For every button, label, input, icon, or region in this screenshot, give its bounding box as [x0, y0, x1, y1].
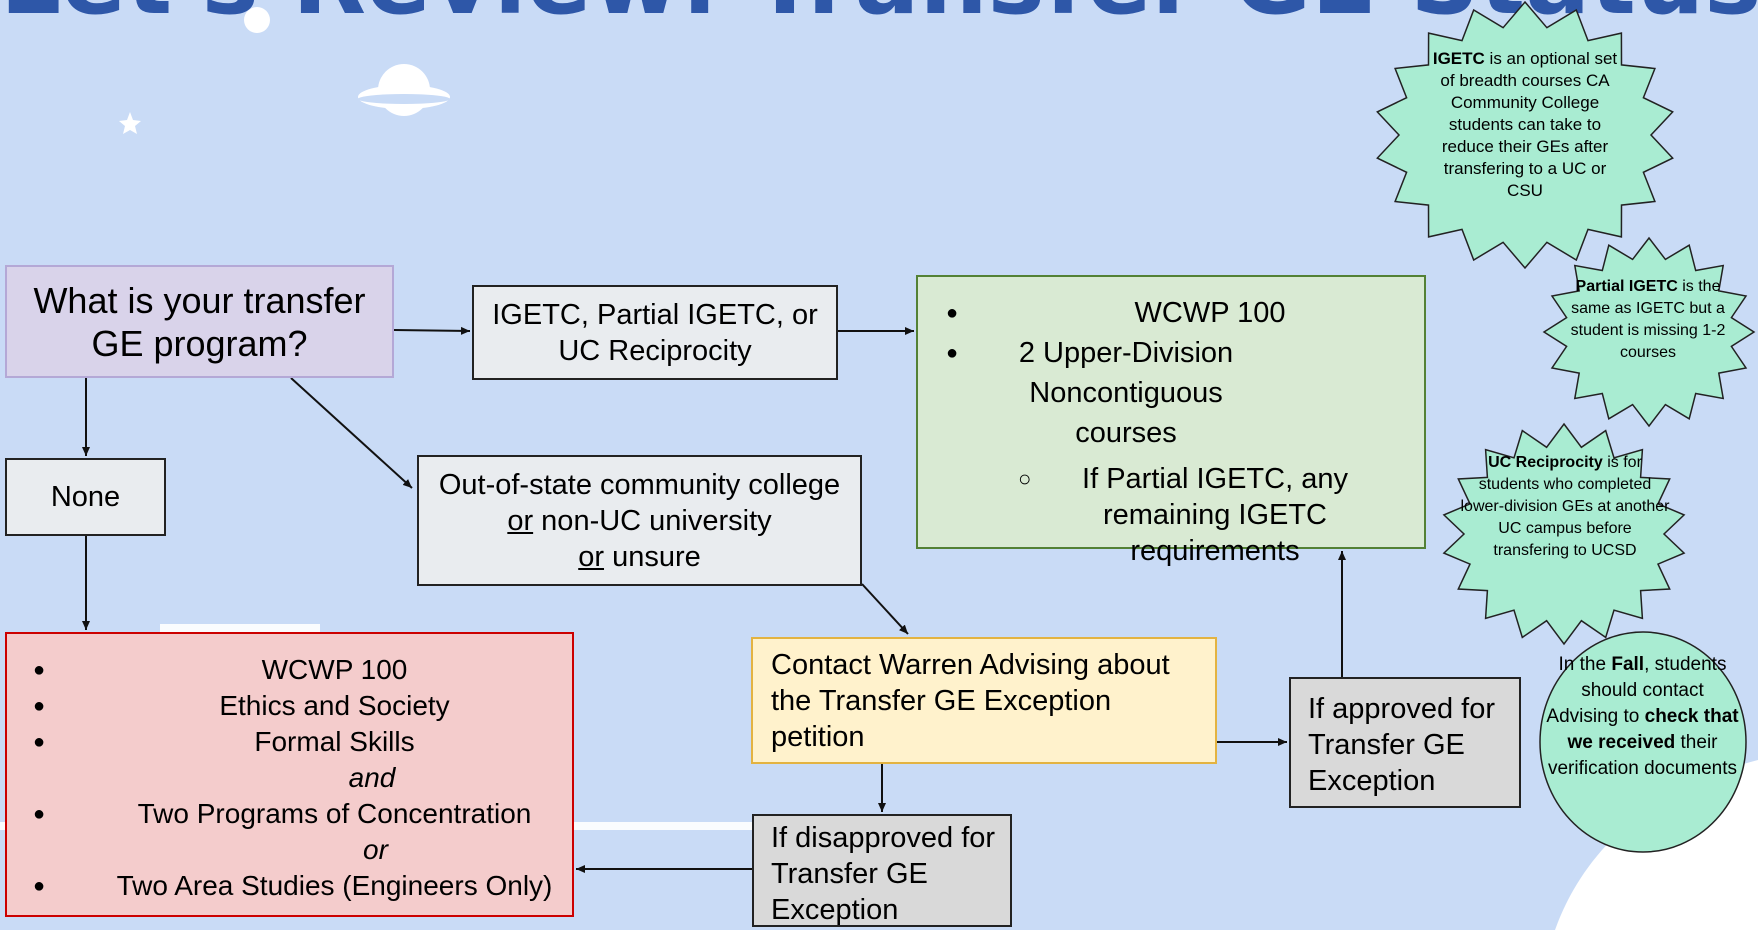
question-text: What is your transfer GE program?: [33, 279, 366, 364]
full-requirements-box: WCWP 100 Ethics and Society Formal Skill…: [5, 632, 574, 917]
fall-emphasis: check that we received: [1567, 706, 1739, 753]
partial-igetc-burst-shape: [1542, 236, 1756, 428]
out-of-state-line2: or non-UC university: [439, 503, 840, 539]
partial-igetc-term: Partial IGETC: [1575, 278, 1678, 295]
igetc-option-text: IGETC, Partial IGETC, or UC Reciprocity: [492, 298, 818, 367]
igetc-burst-shape: [1376, 0, 1674, 270]
uc-reciprocity-burst-shape: [1442, 422, 1686, 646]
light-streak-2: [160, 624, 320, 634]
none-option-box: None: [5, 458, 166, 536]
list-item: Ethics and Society: [7, 688, 572, 724]
igetc-definition: is an optional set of breadth courses CA…: [1440, 49, 1618, 200]
igetc-term: IGETC: [1432, 49, 1485, 68]
out-of-state-line1: Out-of-state community college: [438, 468, 841, 501]
list-item: WCWP 100: [918, 293, 1424, 333]
igetc-note: IGETC is an optional set of breadth cour…: [1425, 48, 1625, 202]
arrow-question-to-igetc: [393, 326, 471, 335]
or-word: or: [578, 540, 605, 573]
out-of-state-text: Out-of-state community college or non-UC…: [439, 467, 840, 575]
arrow-question-to-out-of-state: [290, 377, 413, 489]
igetc-option-box: IGETC, Partial IGETC, or UC Reciprocity: [472, 285, 838, 380]
list-item: Two Programs of Concentration: [7, 796, 572, 832]
fall-reminder-oval: [1539, 631, 1747, 853]
joiner-and: and: [348, 762, 396, 793]
arrow-out-of-state-to-yellow: [861, 583, 909, 635]
list-item: WCWP 100: [7, 652, 572, 688]
list-item: Two Area Studies (Engineers Only): [7, 868, 572, 904]
fall-part2: , students should contact Advising to: [1546, 654, 1727, 727]
planet-icon: [358, 64, 450, 116]
partial-igetc-note: Partial IGETC is the same as IGETC but a…: [1565, 276, 1731, 364]
fall-part1: In the: [1558, 654, 1612, 675]
joiner-or: or: [363, 834, 388, 865]
star-dot-icon: [244, 7, 270, 33]
contact-advising-box: Contact Warren Advising about the Transf…: [751, 637, 1217, 764]
fall-term: Fall: [1611, 654, 1645, 675]
disapproved-text: If disapproved for Transfer GE Exception: [771, 822, 996, 926]
igetc-requirements-box: WCWP 100 2 Upper-Division Noncontiguous …: [916, 275, 1426, 567]
igetc-requirements-list: WCWP 100 2 Upper-Division Noncontiguous …: [918, 293, 1424, 569]
approved-box: If approved for Transfer GE Exception: [1289, 677, 1521, 808]
out-of-state-box: Out-of-state community college or non-UC…: [417, 455, 862, 586]
uc-reciprocity-term: UC Reciprocity: [1488, 454, 1603, 471]
out-of-state-line2-rest: non-UC university: [533, 504, 772, 537]
disapproved-box: If disapproved for Transfer GE Exception: [752, 814, 1012, 927]
star-icon: [119, 112, 141, 134]
page-title: Let's Review: Transfer GE Status: [0, 0, 1758, 34]
fall-part3: their verification documents: [1547, 732, 1738, 779]
out-of-state-line3-rest: unsure: [604, 540, 701, 573]
sub-list-item: If Partial IGETC, any remaining IGETC re…: [918, 461, 1350, 569]
fall-reminder-note: In the Fall, students should contact Adv…: [1545, 652, 1740, 782]
uc-reciprocity-note: UC Reciprocity is for students who compl…: [1460, 452, 1670, 562]
none-option-text: None: [50, 480, 121, 513]
contact-advising-text: Contact Warren Advising about the Transf…: [771, 649, 1170, 753]
question-box: What is your transfer GE program?: [5, 265, 394, 378]
partial-igetc-definition: is the same as IGETC but a student is mi…: [1570, 278, 1726, 361]
list-item: Formal Skills: [7, 724, 572, 760]
approved-text: If approved for Transfer GE Exception: [1308, 693, 1495, 797]
out-of-state-line3: or unsure: [439, 539, 840, 575]
list-item: 2 Upper-Division Noncontiguous courses: [918, 333, 1256, 453]
uc-reciprocity-definition: is for students who completed lower-divi…: [1460, 454, 1670, 559]
or-word: or: [507, 504, 534, 537]
full-requirements-list: WCWP 100 Ethics and Society Formal Skill…: [7, 652, 572, 904]
